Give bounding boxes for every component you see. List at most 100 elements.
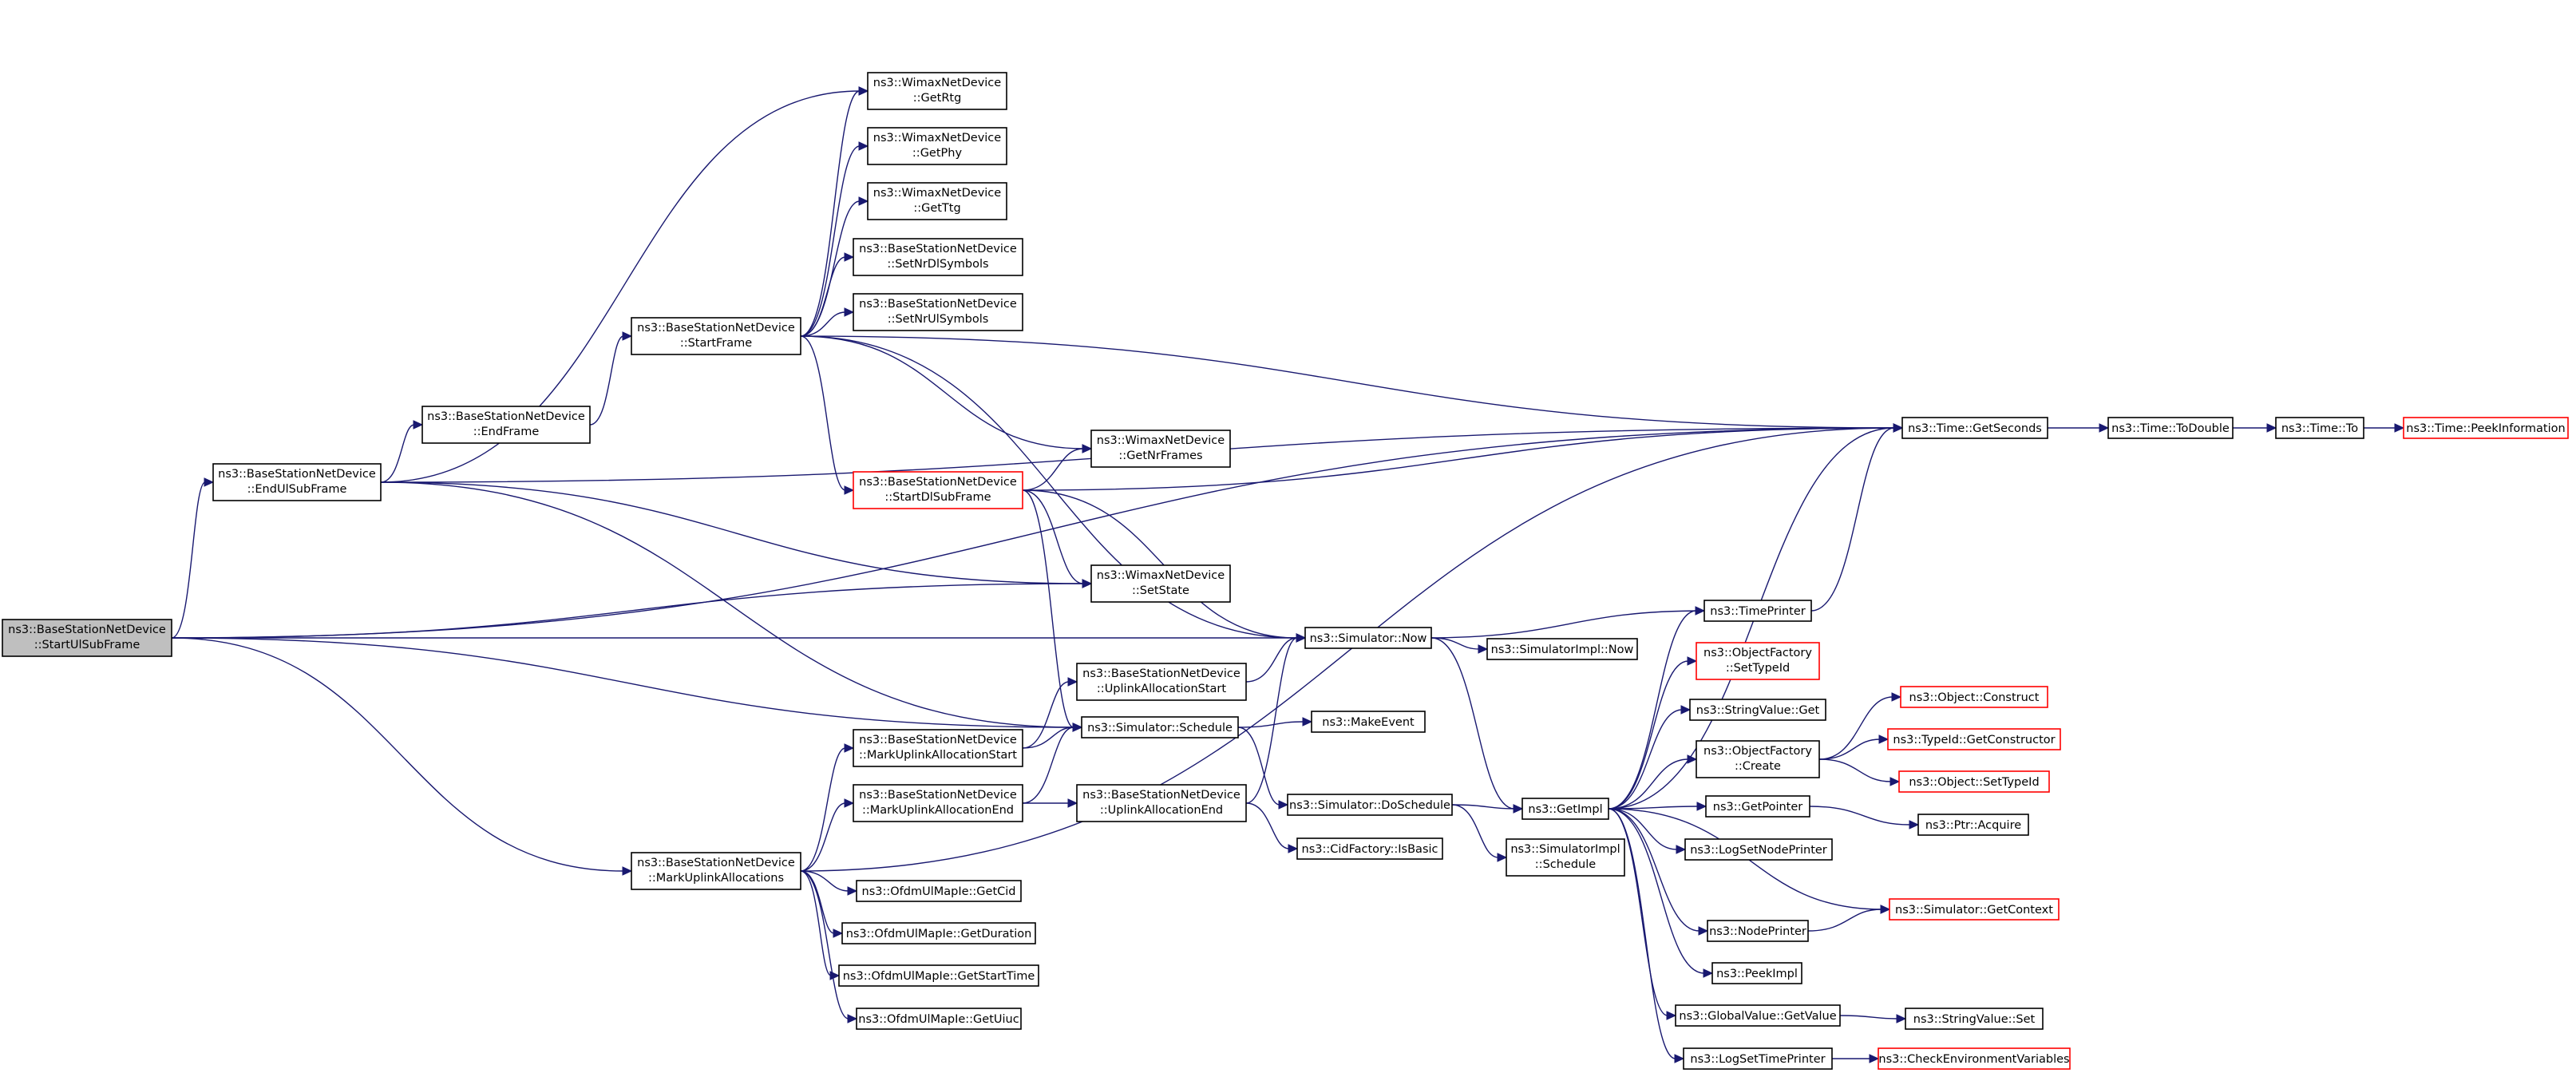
node-box (1917, 814, 2029, 836)
edge-timeprinter-to-timegetseconds (1810, 423, 1904, 612)
node-logsettimeprinter[interactable]: ns3::LogSetTimePrinter (1683, 1047, 1833, 1070)
node-makeevent[interactable]: ns3::MakeEvent (1311, 711, 1426, 733)
node-label: ns3::ObjectFactory (1703, 647, 1812, 659)
node-box (2275, 417, 2364, 439)
node-box (853, 729, 1023, 767)
node-label: ::GetPhy (912, 147, 963, 160)
node-label: ::UplinkAllocationEnd (1100, 804, 1223, 817)
node-label: ns3::Ptr::Acquire (1925, 819, 2021, 832)
node-simimplschedule[interactable]: ns3::SimulatorImpl::Schedule (1506, 838, 1625, 877)
node-setnrdl[interactable]: ns3::BaseStationNetDevice::SetNrDlSymbol… (853, 238, 1023, 276)
node-getpointer[interactable]: ns3::GetPointer (1705, 795, 1810, 818)
edge-startdl-to-setstate (1022, 489, 1093, 588)
node-setstate[interactable]: ns3::WimaxNetDevice::SetState (1090, 564, 1231, 603)
node-getrtg[interactable]: ns3::WimaxNetDevice::GetRtg (867, 72, 1007, 110)
node-getduration[interactable]: ns3::OfdmUlMapIe::GetDuration (841, 922, 1036, 944)
node-box (1703, 600, 1812, 622)
node-box (1898, 770, 2050, 793)
node-setnrul[interactable]: ns3::BaseStationNetDevice::SetNrUlSymbol… (853, 293, 1023, 331)
node-box (1901, 417, 2048, 439)
node-label: ns3::BaseStationNetDevice (637, 322, 795, 335)
node-markstart[interactable]: ns3::BaseStationNetDevice::MarkUplinkAll… (853, 729, 1023, 767)
node-endframe[interactable]: ns3::BaseStationNetDevice::EndFrame (421, 406, 591, 444)
node-objsettypeid[interactable]: ns3::Object::SetTypeId (1898, 770, 2050, 793)
edge-root-to-markalloc (171, 637, 633, 876)
node-getttg[interactable]: ns3::WimaxNetDevice::GetTtg (867, 182, 1007, 220)
node-doschedule[interactable]: ns3::Simulator::DoSchedule (1287, 794, 1453, 816)
node-box (853, 238, 1023, 276)
node-label: ::EndFrame (473, 426, 540, 438)
edge-markalloc-to-markend (800, 798, 855, 872)
node-getnrframes[interactable]: ns3::WimaxNetDevice::GetNrFrames (1090, 430, 1231, 468)
node-objfactcreate[interactable]: ns3::ObjectFactory::Create (1696, 740, 1820, 778)
node-box (1296, 837, 1443, 860)
node-box (1506, 838, 1625, 877)
node-label: ::GetRtg (913, 92, 962, 105)
node-simimplnow[interactable]: ns3::SimulatorImpl::Now (1486, 638, 1638, 660)
node-label: ns3::StringValue::Get (1696, 704, 1820, 717)
node-markend[interactable]: ns3::BaseStationNetDevice::MarkUplinkAll… (853, 784, 1023, 822)
node-label: ns3::CidFactory::IsBasic (1302, 843, 1438, 856)
edge-root-to-setstate (171, 579, 1093, 639)
node-label: ns3::WimaxNetDevice (1097, 434, 1225, 447)
node-startframe[interactable]: ns3::BaseStationNetDevice::StartFrame (631, 317, 801, 355)
node-cidfactory[interactable]: ns3::CidFactory::IsBasic (1296, 837, 1443, 860)
node-timegetseconds[interactable]: ns3::Time::GetSeconds (1901, 417, 2048, 439)
node-label: ::SetNrDlSymbols (887, 258, 988, 271)
edge-objfactcreate-to-typeidgetctor (1818, 734, 1889, 760)
node-typeidgetctor[interactable]: ns3::TypeId::GetConstructor (1887, 728, 2061, 750)
node-label: ::GetNrFrames (1118, 449, 1202, 462)
node-ptracquire[interactable]: ns3::Ptr::Acquire (1917, 814, 2029, 836)
edge-simschedule-to-makeevent (1237, 717, 1313, 728)
node-box (856, 880, 1022, 902)
node-simschedule[interactable]: ns3::Simulator::Schedule (1081, 716, 1239, 738)
node-box (856, 1008, 1022, 1030)
node-label: ns3::BaseStationNetDevice (8, 624, 166, 636)
node-checkenv[interactable]: ns3::CheckEnvironmentVariables (1878, 1047, 2071, 1070)
node-objconstruct[interactable]: ns3::Object::Construct (1900, 686, 2048, 708)
node-uplinkend[interactable]: ns3::BaseStationNetDevice::UplinkAllocat… (1076, 784, 1247, 822)
node-label: ::SetState (1132, 584, 1189, 597)
node-objfactsettypeid[interactable]: ns3::ObjectFactory::SetTypeId (1696, 642, 1820, 680)
node-markalloc[interactable]: ns3::BaseStationNetDevice::MarkUplinkAll… (631, 852, 801, 890)
node-label: ::EndUlSubFrame (247, 483, 347, 496)
node-label: ns3::CheckEnvironmentVariables (1878, 1053, 2069, 1066)
node-stringvalueset[interactable]: ns3::StringValue::Set (1905, 1008, 2044, 1030)
node-startdl[interactable]: ns3::BaseStationNetDevice::StartDlSubFra… (853, 471, 1023, 509)
node-timeprinter[interactable]: ns3::TimePrinter (1703, 600, 1812, 622)
node-logsetnodeprinter[interactable]: ns3::LogSetNodePrinter (1684, 838, 1833, 861)
node-getstarttime[interactable]: ns3::OfdmUlMapIe::GetStartTime (838, 964, 1039, 987)
node-box (2, 619, 172, 657)
edge-uplinkend-to-simnow (1245, 633, 1307, 804)
node-label: ns3::StringValue::Set (1913, 1013, 2036, 1026)
edge-uplinkend-to-cidfactory (1245, 802, 1299, 853)
node-label: ns3::LogSetNodePrinter (1690, 844, 1827, 857)
edge-timetodouble-to-timeto (2233, 423, 2277, 433)
node-simnow[interactable]: ns3::Simulator::Now (1304, 627, 1432, 649)
node-label: ::SetTypeId (1726, 662, 1790, 675)
node-stringvalueget[interactable]: ns3::StringValue::Get (1689, 699, 1826, 721)
edge-endul-to-endframe (380, 420, 424, 483)
node-box (1905, 1008, 2044, 1030)
node-box (1090, 430, 1231, 468)
node-label: ns3::Object::Construct (1909, 691, 2040, 704)
node-getphy[interactable]: ns3::WimaxNetDevice::GetPhy (867, 127, 1007, 165)
node-globalvalueget[interactable]: ns3::GlobalValue::GetValue (1675, 1004, 1841, 1027)
node-getimpl[interactable]: ns3::GetImpl (1521, 798, 1609, 820)
edge-getimpl-to-objfactcreate (1608, 754, 1698, 810)
node-nodeprinter[interactable]: ns3::NodePrinter (1707, 920, 1809, 942)
edge-markalloc-to-getstarttime (800, 870, 841, 980)
node-label: ns3::GlobalValue::GetValue (1679, 1010, 1836, 1023)
node-timeto[interactable]: ns3::Time::To (2275, 417, 2364, 439)
node-timepeek[interactable]: ns3::Time::PeekInformation (2403, 417, 2569, 439)
node-endul[interactable]: ns3::BaseStationNetDevice::EndUlSubFrame (212, 463, 382, 501)
node-timetodouble[interactable]: ns3::Time::ToDouble (2107, 417, 2234, 439)
node-peekimpl[interactable]: ns3::PeekImpl (1711, 962, 1802, 984)
node-uplinkstart[interactable]: ns3::BaseStationNetDevice::UplinkAllocat… (1076, 663, 1247, 701)
node-root[interactable]: ns3::BaseStationNetDevice::StartUlSubFra… (2, 619, 172, 657)
node-getuiuc[interactable]: ns3::OfdmUlMapIe::GetUiuc (856, 1008, 1022, 1030)
node-label: ::GetTtg (913, 202, 960, 215)
edge-getimpl-to-nodeprinter (1608, 808, 1709, 936)
node-getcid[interactable]: ns3::OfdmUlMapIe::GetCid (856, 880, 1022, 902)
node-simgetcontext[interactable]: ns3::Simulator::GetContext (1889, 898, 2060, 921)
